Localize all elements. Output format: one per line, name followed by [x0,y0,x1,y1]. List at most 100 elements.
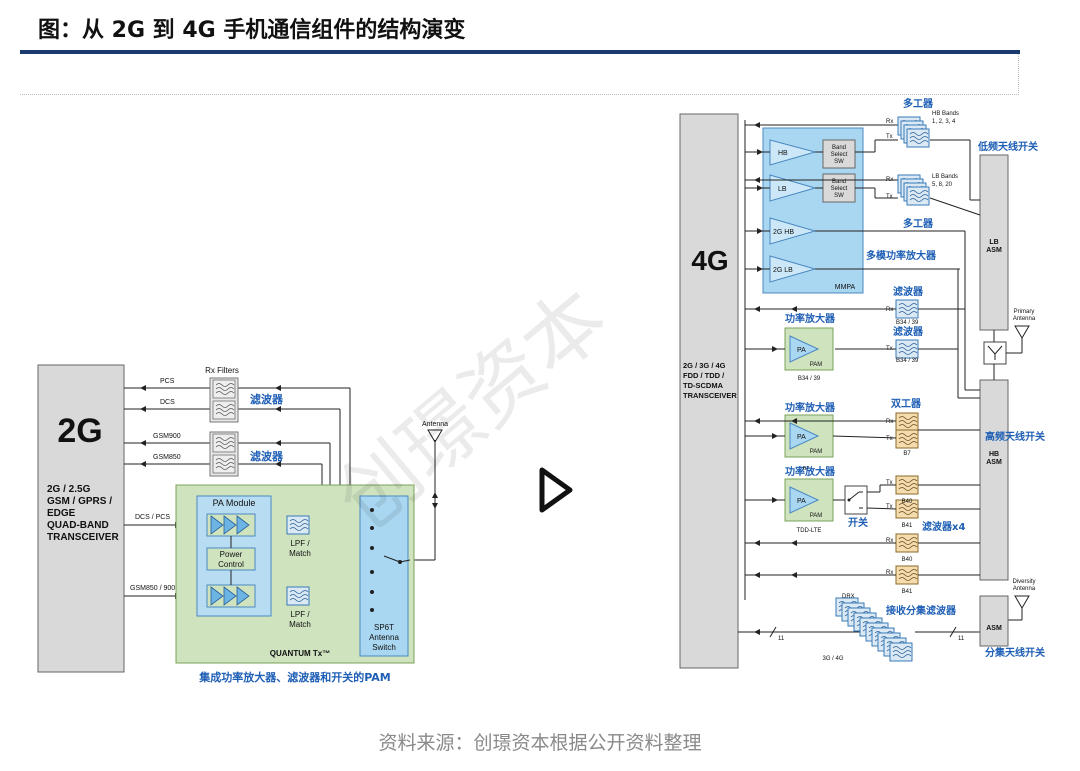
hb-tx: Tx [886,134,893,140]
label-4g: 4G [691,245,728,276]
rx-filter-icon [212,433,236,453]
pam3-b7: B7 [803,466,809,472]
pam1-pam: PAM [810,362,823,368]
lpf-icon-lower [286,586,310,606]
primary-antenna-icon [1014,325,1030,339]
lb-bands-2: 5, 8, 20 [932,182,953,188]
diplexer-icon [983,341,1007,365]
antenna-icon [427,429,443,443]
pam3-tdd: TDD-LTE [797,528,822,534]
hb-bands-1: HB Bands [932,111,959,117]
note-switch: 开关 [848,516,868,529]
transceiver-4g-block [679,113,739,669]
line-gsm850: GSM850 [153,454,181,461]
note-filter-1: 滤波器 [893,285,924,298]
pam2-pa: PA [797,434,806,441]
b41-rx: Rx [886,570,893,576]
power-control-line2: Control [218,560,244,569]
evolution-arrow-icon [539,467,573,513]
switch-line1: SP6T [374,623,394,632]
quantum-label: QUANTUM Tx™ [270,649,330,658]
b41-label-1: B41 [902,523,913,529]
line-dcs-pcs: DCS / PCS [135,514,170,521]
filter-b41-rx-icon [895,565,919,585]
hb-asm-block [979,379,1009,581]
primary-antenna-1: Primary [1014,309,1035,315]
switch-line2: Antenna [369,633,399,642]
filter-b34-tx-icon [895,339,919,359]
b7-tx: Tx [886,436,893,442]
transceiver-2g-line5: TRANSCEIVER [47,532,119,543]
transceiver-4g-line4: TRANSCEIVER [683,391,737,400]
hb-multiplexer-icon [906,128,930,148]
filter-b40-rx-icon [895,533,919,553]
hb-asm-1: HB [989,451,999,458]
rx-filter-icon [212,400,236,420]
band-select-lb-1: Band [832,179,846,185]
page-title: 图：从 2G 到 4G 手机通信组件的结构演变 [38,18,466,43]
lpf-upper-line2: Match [289,549,311,558]
transceiver-2g-line1: 2G / 2.5G [47,484,91,495]
note-multiplexer-2: 多工器 [903,217,934,230]
note-rx-diversity: 接收分集滤波器 [886,604,957,617]
note-filters-4: 滤波器x4 [922,520,965,533]
b34-label-tx: B34 / 39 [896,358,919,364]
note-filter-1: 滤波器 [250,392,284,406]
sp6t-switch-block [359,495,409,657]
pam1-band: B34 / 39 [798,376,821,382]
note-pa-3: 功率放大器 [785,465,836,478]
band-select-hb-2: Select [831,152,848,158]
pam2-pam: PAM [810,449,823,455]
b34-label-rx: B34 / 39 [896,320,919,326]
hb-rx: Rx [886,119,893,125]
note-filter-2: 滤波器 [893,325,924,338]
b40-tx: Tx [886,480,893,486]
transceiver-4g-line3: TD-SCDMA [683,381,724,390]
lb-asm-1: LB [989,239,998,246]
pam3-pa: PA [797,498,806,505]
duplexer-b7-icon [895,412,919,432]
transceiver-2g-line2: GSM / GPRS / [47,496,112,507]
b40-label-1: B40 [902,499,913,505]
duplexer-b7-icon [895,429,919,449]
line-gsm850-900: GSM850 / 900 [130,585,175,592]
label-2g: 2G [57,412,102,450]
antenna-label: Antenna [422,421,448,428]
diversity-antenna-icon [1014,595,1030,609]
filter-b34-rx-icon [895,299,919,319]
note-pa-1: 功率放大器 [785,312,836,325]
lpf-lower-line2: Match [289,620,311,629]
note-duplexer: 双工器 [891,398,922,410]
lb-asm-2: ASM [986,247,1002,254]
rx-filter-icon [212,379,236,399]
hb-bands-2: 1, 2, 3, 4 [932,119,956,125]
lb-multiplexer-icon [906,186,930,206]
diversity-bus-right: 11 [958,636,965,642]
transceiver-2g-line3: EDGE [47,508,76,519]
source-note: 资料来源：创璟资本根据公开资料整理 [378,732,702,754]
header-box [20,54,1019,95]
b34-rx: Rx [886,307,893,313]
band-select-hb [822,139,856,169]
switch-line3: Switch [372,643,396,652]
lpf-upper-line1: LPF / [290,539,310,548]
diversity-antenna-2: Antenna [1013,586,1036,592]
note-filter-2: 滤波器 [250,449,284,463]
primary-antenna-2: Antenna [1013,316,1036,322]
band-select-lb-2: Select [831,186,848,192]
rx-filters-label: Rx Filters [205,366,239,375]
transceiver-4g-line1: 2G / 3G / 4G [683,361,726,370]
transceiver-2g-block [37,364,125,673]
lb-asm-block [979,154,1009,331]
lb-rx: Rx [886,177,893,183]
mmpa-label: MMPA [835,284,856,291]
band-select-hb-3: SW [834,159,844,165]
b7-label: B7 [903,451,911,457]
diagram-2g: 2G 2G / 2.5G GSM / GPRS / EDGE QUAD-BAND… [37,364,448,684]
lb-tx: Tx [886,194,893,200]
note-diversity-switch: 分集天线开关 [985,646,1045,659]
b40-rx: Rx [886,538,893,544]
band-select-hb-1: Band [832,145,846,151]
b41-tx: Tx [886,504,893,510]
pa-module-label: PA Module [213,498,256,508]
